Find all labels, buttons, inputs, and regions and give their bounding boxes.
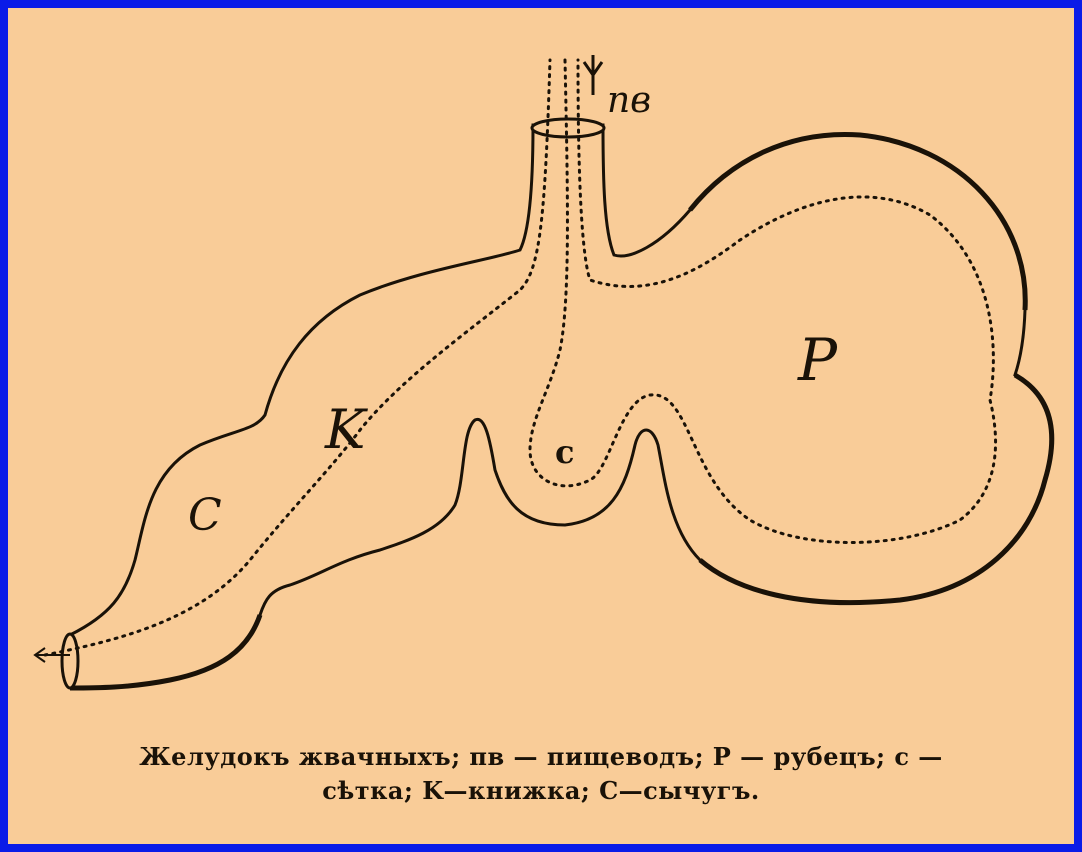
- label-omasum: K: [324, 398, 368, 461]
- stomach-outline: [70, 125, 1052, 688]
- outline-shading-lower: [70, 615, 260, 688]
- duodenum-opening: [62, 634, 78, 688]
- label-reticulum: c: [555, 433, 574, 471]
- caption-line-1: Желудокъ жвачныхъ; пв — пищеводъ; P — ру…: [8, 740, 1074, 774]
- outline-shading-top: [690, 134, 1025, 310]
- entry-arrow-icon: [584, 55, 602, 95]
- label-esophagus: пв: [607, 80, 651, 121]
- caption-line-2: сѣтка; K—книжка; C—сычугъ.: [8, 774, 1074, 808]
- label-rumen: P: [797, 326, 838, 394]
- esophagus-opening: [532, 119, 604, 137]
- food-path-dotted-1: [45, 60, 550, 655]
- label-abomasum: C: [188, 490, 222, 541]
- figure-caption: Желудокъ жвачныхъ; пв — пищеводъ; P — ру…: [8, 740, 1074, 808]
- outline-shading-right: [700, 375, 1052, 603]
